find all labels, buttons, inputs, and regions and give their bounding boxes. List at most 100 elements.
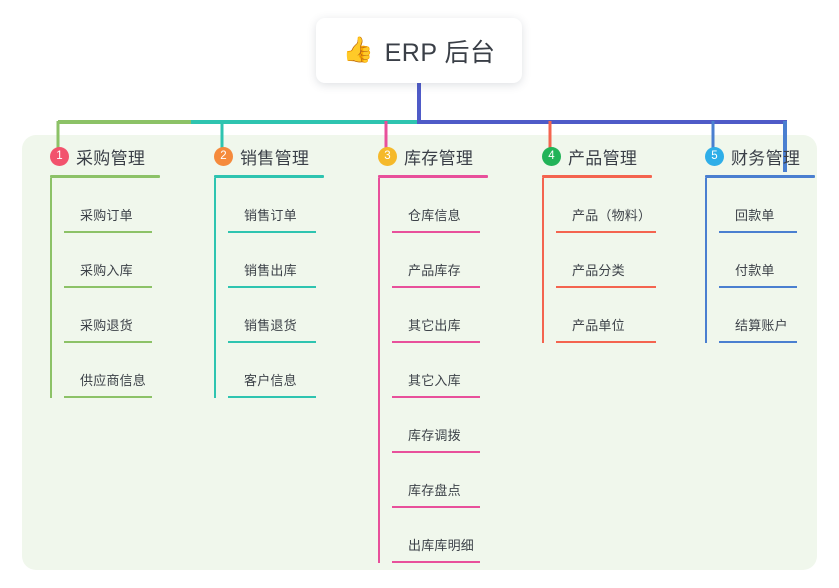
list-item[interactable]: 采购入库 <box>50 233 186 288</box>
list-item[interactable]: 采购退货 <box>50 288 186 343</box>
column-header-2[interactable]: 2 销售管理 <box>200 143 350 169</box>
list-item-label: 其它入库 <box>408 373 461 388</box>
column-badge-icon-4: 4 <box>542 146 561 166</box>
list-item-label: 产品（物料） <box>572 208 652 223</box>
column-title-4: 产品管理 <box>568 148 638 168</box>
column-header-4[interactable]: 4 产品管理 <box>528 143 678 169</box>
list-item-label: 供应商信息 <box>80 373 147 388</box>
list-item-rule <box>719 231 797 233</box>
list-item-label: 采购入库 <box>80 263 133 278</box>
list-item-rule <box>392 286 480 288</box>
column-items-4: 产品（物料） 产品分类产品单位 <box>528 178 678 343</box>
column-4: 4 产品管理产品（物料） 产品分类产品单位 <box>528 143 678 343</box>
root-node-card[interactable]: 👍 ERP 后台 <box>316 18 522 83</box>
column-spine-4 <box>542 178 544 343</box>
list-item-rule <box>719 286 797 288</box>
list-item[interactable]: 采购订单 <box>50 178 186 233</box>
list-item-rule <box>228 396 316 398</box>
list-item-label: 销售出库 <box>244 263 297 278</box>
list-item[interactable]: 产品分类 <box>542 233 678 288</box>
column-badge-icon-3: 3 <box>378 146 397 166</box>
column-3: 3 库存管理仓库信息产品库存其它出库其它入库库存调拨库存盘点出库库明细 <box>364 143 514 563</box>
thumbs-up-icon: 👍 <box>342 36 374 64</box>
column-rule-2 <box>214 175 324 178</box>
column-title-1: 采购管理 <box>76 148 146 168</box>
column-items-2: 销售订单销售出库销售退货客户信息 <box>200 178 350 398</box>
list-item[interactable]: 产品库存 <box>378 233 514 288</box>
column-2: 2 销售管理销售订单销售出库销售退货客户信息 <box>200 143 350 398</box>
list-item[interactable]: 仓库信息 <box>378 178 514 233</box>
column-title-5: 财务管理 <box>731 148 801 168</box>
list-item[interactable]: 其它入库 <box>378 343 514 398</box>
list-item[interactable]: 库存调拨 <box>378 398 514 453</box>
list-item-rule <box>64 231 152 233</box>
list-item-label: 库存盘点 <box>408 483 461 498</box>
root-node-title: ERP 后台 <box>384 38 496 67</box>
list-item-label: 付款单 <box>735 263 775 278</box>
column-rule-1 <box>50 175 160 178</box>
list-item-rule <box>392 561 480 563</box>
list-item[interactable]: 销售订单 <box>214 178 350 233</box>
column-header-3[interactable]: 3 库存管理 <box>364 143 514 169</box>
list-item-rule <box>64 396 152 398</box>
column-items-3: 仓库信息产品库存其它出库其它入库库存调拨库存盘点出库库明细 <box>364 178 514 563</box>
list-item[interactable]: 结算账户 <box>705 288 821 343</box>
list-item[interactable]: 产品（物料） <box>542 178 678 233</box>
list-item-label: 客户信息 <box>244 373 297 388</box>
column-items-1: 采购订单采购入库采购退货供应商信息 <box>36 178 186 398</box>
column-title-3: 库存管理 <box>404 148 474 168</box>
column-rule-4 <box>542 175 652 178</box>
list-item-label: 结算账户 <box>735 318 788 333</box>
list-item[interactable]: 产品单位 <box>542 288 678 343</box>
list-item[interactable]: 出库库明细 <box>378 508 514 563</box>
column-header-5[interactable]: 5 财务管理 <box>691 143 821 169</box>
list-item-rule <box>556 286 656 288</box>
list-item-label: 其它出库 <box>408 318 461 333</box>
list-item[interactable]: 库存盘点 <box>378 453 514 508</box>
list-item[interactable]: 销售退货 <box>214 288 350 343</box>
list-item-label: 回款单 <box>735 208 775 223</box>
column-badge-icon-1: 1 <box>50 146 69 166</box>
column-header-1[interactable]: 1 采购管理 <box>36 143 186 169</box>
list-item-label: 销售退货 <box>244 318 297 333</box>
column-rule-3 <box>378 175 488 178</box>
list-item-rule <box>392 396 480 398</box>
list-item-label: 仓库信息 <box>408 208 461 223</box>
list-item-rule <box>556 231 656 233</box>
list-item[interactable]: 回款单 <box>705 178 821 233</box>
list-item-rule <box>392 341 480 343</box>
list-item-rule <box>228 286 316 288</box>
list-item[interactable]: 供应商信息 <box>50 343 186 398</box>
column-spine-3 <box>378 178 380 563</box>
list-item-label: 产品库存 <box>408 263 461 278</box>
column-badge-icon-5: 5 <box>705 146 724 166</box>
column-spine-2 <box>214 178 216 398</box>
list-item-label: 采购订单 <box>80 208 133 223</box>
list-item-rule <box>392 231 480 233</box>
column-spine-1 <box>50 178 52 398</box>
list-item[interactable]: 客户信息 <box>214 343 350 398</box>
list-item-rule <box>719 341 797 343</box>
list-item-label: 产品分类 <box>572 263 625 278</box>
list-item-rule <box>228 231 316 233</box>
column-spine-5 <box>705 178 707 343</box>
diagram-panel <box>22 135 817 570</box>
list-item-label: 出库库明细 <box>408 538 475 553</box>
list-item[interactable]: 其它出库 <box>378 288 514 343</box>
list-item[interactable]: 付款单 <box>705 233 821 288</box>
column-rule-5 <box>705 175 815 178</box>
column-badge-icon-2: 2 <box>214 146 233 166</box>
column-items-5: 回款单付款单结算账户 <box>691 178 821 343</box>
column-1: 1 采购管理采购订单采购入库采购退货供应商信息 <box>36 143 186 398</box>
list-item-rule <box>228 341 316 343</box>
list-item-label: 采购退货 <box>80 318 133 333</box>
list-item-rule <box>392 506 480 508</box>
list-item-label: 销售订单 <box>244 208 297 223</box>
list-item[interactable]: 销售出库 <box>214 233 350 288</box>
list-item-label: 产品单位 <box>572 318 625 333</box>
column-title-2: 销售管理 <box>240 148 310 168</box>
list-item-rule <box>64 341 152 343</box>
list-item-label: 库存调拨 <box>408 428 461 443</box>
list-item-rule <box>392 451 480 453</box>
